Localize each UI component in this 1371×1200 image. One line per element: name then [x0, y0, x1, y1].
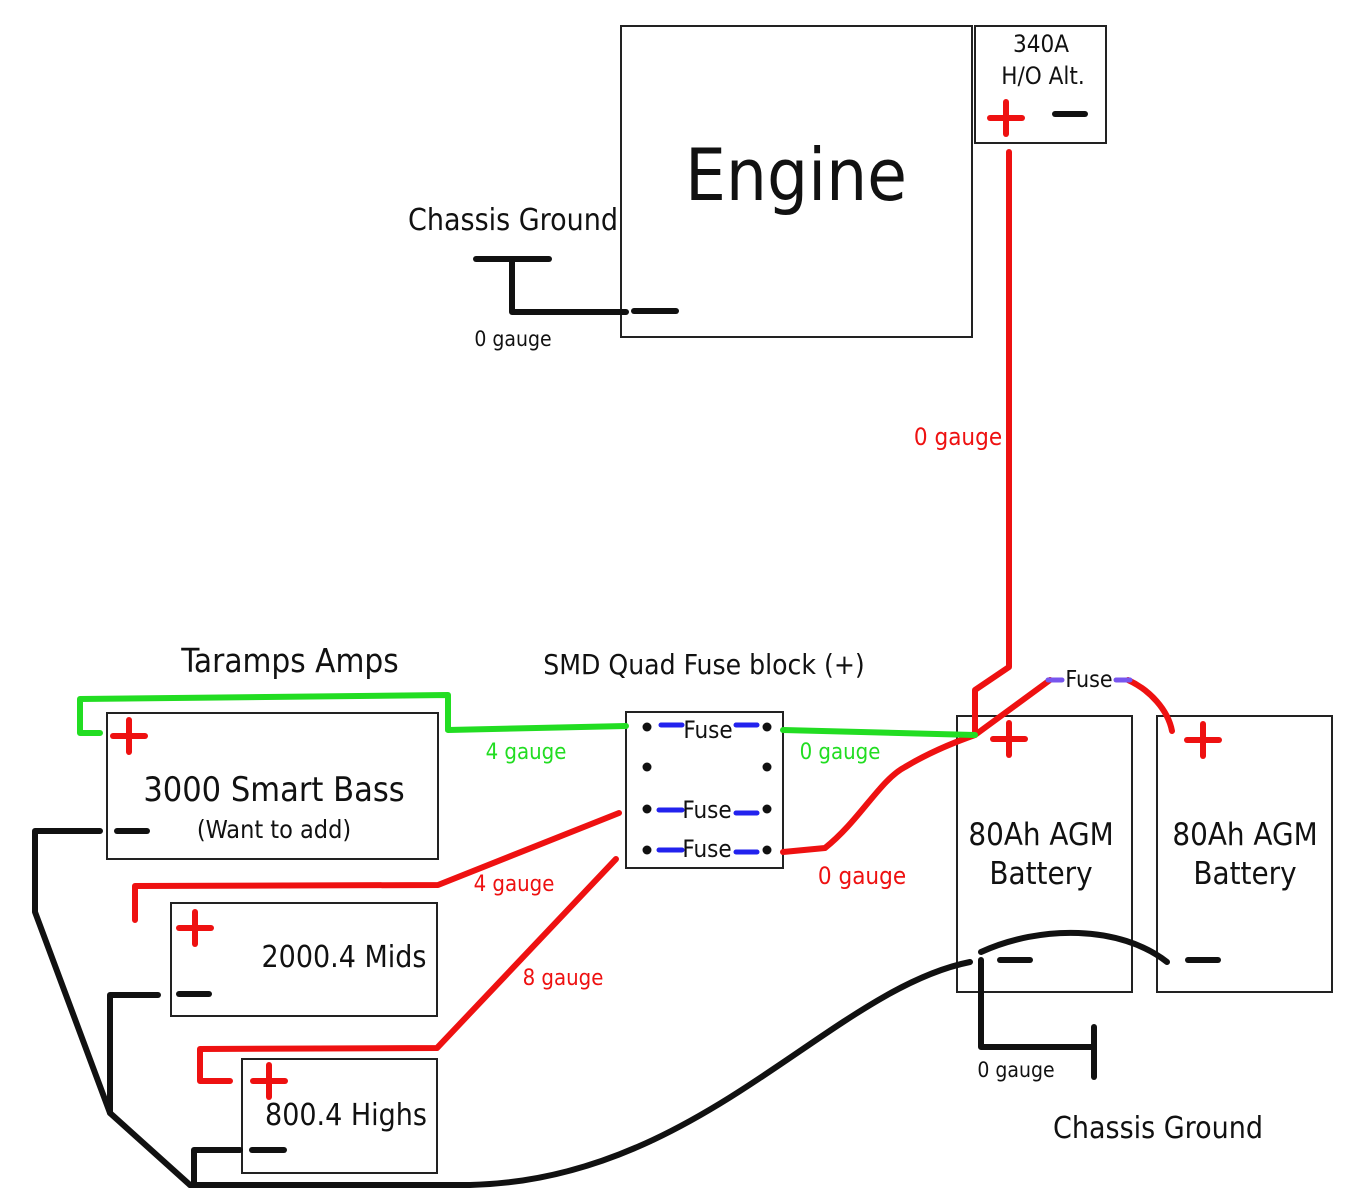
engine-chassis-ground-label: Chassis Ground	[408, 203, 618, 238]
engine-ground-wire	[509, 259, 629, 315]
battery-1-plus-symbol	[990, 720, 1028, 758]
alternator-label-line2: H/O Alt.	[1001, 62, 1084, 90]
fuse-block-terminals	[642, 722, 772, 855]
alt-to-battery-gauge-label: 0 gauge	[914, 423, 1002, 451]
terminal-dot	[762, 804, 772, 814]
battery-negative-link-wire	[978, 929, 1170, 965]
inline-fuse-label: Fuse	[1065, 667, 1112, 693]
fuseblock-to-mids-wire	[132, 810, 622, 923]
amp-highs-plus-symbol	[250, 1062, 288, 1100]
battery-ground-wire	[978, 957, 1096, 1050]
battery-1-label-line2: Battery	[989, 856, 1092, 892]
green-wiring	[77, 692, 978, 738]
engine-ground-gauge-label: 0 gauge	[474, 327, 551, 351]
terminal-symbols	[110, 99, 1222, 1153]
amp-bass-note: (Want to add)	[197, 815, 351, 844]
battery-2-box	[1156, 715, 1333, 993]
battery-1-box	[956, 715, 1133, 993]
amp-group-label: Taramps Amps	[180, 641, 398, 680]
terminal-dot	[642, 804, 652, 814]
battery-ground-gauge-label: 0 gauge	[977, 1058, 1054, 1082]
amp-bass-label: 3000 Smart Bass	[143, 770, 404, 810]
highs-ground-wire	[191, 1147, 243, 1188]
battery-2-label-line2: Battery	[1193, 856, 1296, 892]
amp-mids-plus-symbol	[176, 909, 214, 947]
fuseblock-to-highs-wire	[197, 856, 619, 1084]
amp-bass-box	[106, 712, 439, 860]
battery-to-fuseblock-bottom-gauge-label: 0 gauge	[818, 862, 906, 890]
battery-1-label-line1: 80Ah AGM	[968, 817, 1113, 853]
fuseblock-to-mids-gauge-label: 4 gauge	[474, 872, 555, 897]
alternator-plus-symbol	[987, 99, 1025, 137]
fuse-label: Fuse	[683, 716, 732, 744]
fuseblock-to-bass-gauge-label: 4 gauge	[486, 740, 567, 765]
terminal-dot	[642, 722, 652, 732]
positive-wiring	[132, 149, 1175, 1084]
alternator-to-battery-wire	[972, 149, 1012, 738]
fuse-block-box	[625, 711, 784, 869]
battery-2-plus-symbol	[1184, 721, 1222, 759]
terminal-dot	[642, 845, 652, 855]
fuse-block-label: SMD Quad Fuse block (+)	[543, 648, 865, 681]
amp-highs-label: 800.4 Highs	[265, 1098, 427, 1133]
fuse-label: Fuse	[682, 796, 731, 824]
battery-to-fuseblock-bottom-wire	[780, 732, 978, 855]
fuse-label: Fuse	[682, 835, 731, 863]
bass-ground-wire	[32, 828, 193, 1188]
terminal-dot	[762, 762, 772, 772]
terminal-dot	[762, 722, 772, 732]
battery-to-inline-fuse-wire	[972, 677, 1053, 738]
fuseblock-to-bass-wire	[77, 692, 629, 736]
battery-to-fuseblock-top-gauge-label: 0 gauge	[800, 740, 881, 765]
ground-wiring	[32, 256, 1170, 1188]
battery-to-fuseblock-top-wire	[780, 727, 978, 738]
inline-fuse-to-battery-2-wire	[1125, 677, 1175, 734]
amp-ground-return-wire	[187, 959, 973, 1188]
fuseblock-to-highs-gauge-label: 8 gauge	[523, 966, 604, 991]
terminal-dot	[762, 845, 772, 855]
terminal-dot	[642, 762, 652, 772]
amp-mids-label: 2000.4 Mids	[262, 940, 427, 975]
engine-box	[620, 25, 973, 338]
amp-mids-box	[170, 902, 438, 1017]
battery-chassis-ground-label: Chassis Ground	[1053, 1111, 1263, 1146]
alternator-label-line1: 340A	[1013, 30, 1069, 58]
amp-bass-plus-symbol	[110, 717, 148, 755]
engine-label: Engine	[685, 133, 907, 217]
mids-ground-wire	[107, 992, 161, 1116]
battery-2-label-line1: 80Ah AGM	[1172, 817, 1317, 853]
alternator-box	[974, 25, 1107, 144]
